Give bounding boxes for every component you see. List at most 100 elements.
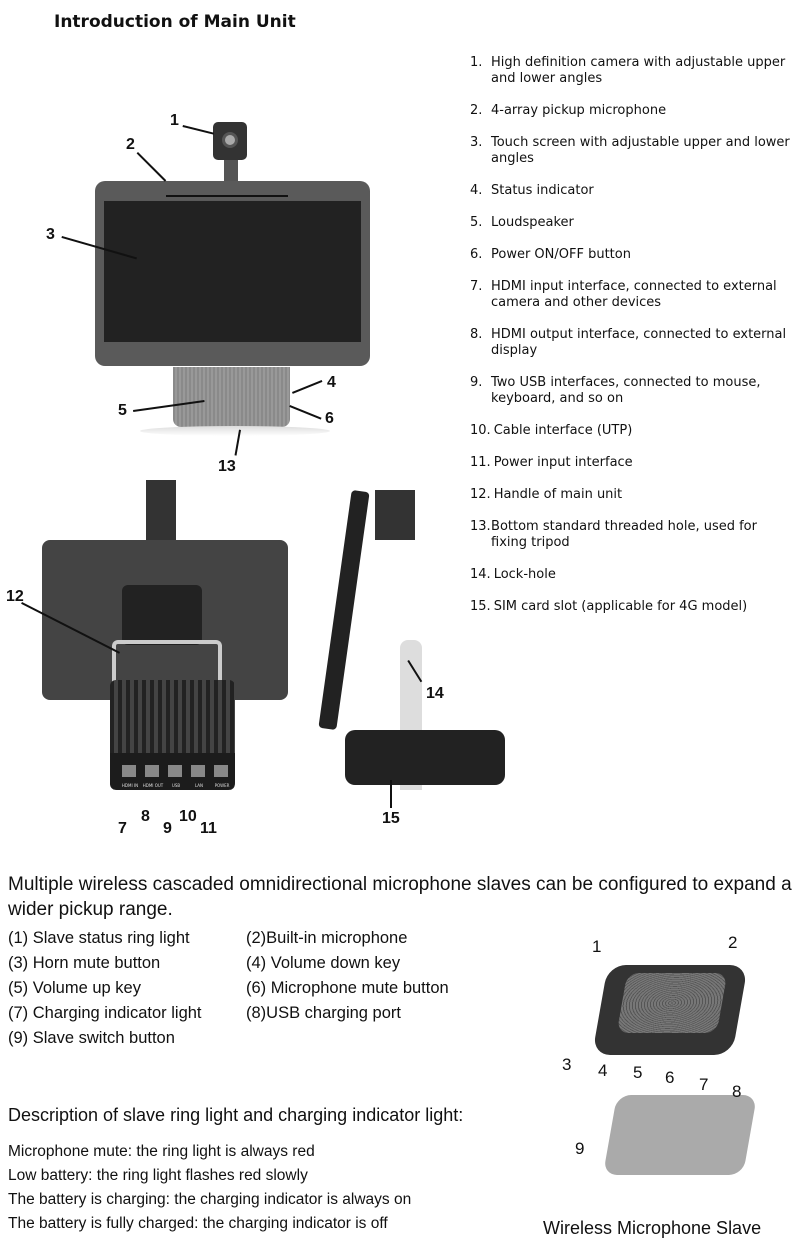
wireless-mic-slave-image: 1 2 3 4 5 6 7 8 9 [540, 925, 800, 1215]
callout-15: 15 [382, 810, 400, 827]
slave-callout-3: 3 [562, 1055, 572, 1074]
feature-text: SIM card slot (applicable for 4G model) [493, 599, 748, 614]
callout-10: 10 [179, 808, 197, 825]
slave-item: (5) Volume up key [8, 979, 141, 997]
side-camera [375, 490, 415, 540]
feature-item: 10.Cable interface (UTP) [470, 423, 795, 439]
main-unit-side-image: 14 15 [318, 470, 505, 840]
slave-callout-6: 6 [665, 1068, 675, 1087]
feature-text: Touch screen with adjustable upper and l… [491, 135, 790, 166]
description-lines: Microphone mute: the ring light is alway… [8, 1140, 411, 1236]
feature-item: 4. Status indicator [470, 183, 795, 199]
slave-bottom [602, 1095, 758, 1175]
port-label: USB [171, 783, 181, 788]
feature-item: 1. High definition camera with adjustable… [470, 55, 795, 87]
feature-text: Lock-hole [493, 567, 556, 582]
feature-text: Power ON/OFF button [491, 247, 631, 262]
feature-item: 9. Two USB interfaces, connected to mouse… [470, 375, 795, 407]
side-screen [318, 489, 370, 731]
feature-number: 7. [470, 279, 483, 294]
feature-item: 14.Lock-hole [470, 567, 795, 583]
feature-item: 3. Touch screen with adjustable upper and… [470, 135, 795, 167]
port-label: POWER [214, 783, 230, 788]
slave-item: (2)Built-in microphone [246, 929, 408, 947]
slave-item: (6) Microphone mute button [246, 979, 449, 997]
callout-11: 11 [200, 820, 217, 837]
slave-items-right: (2)Built-in microphone (4) Volume down ke… [246, 926, 526, 1026]
base [140, 426, 330, 436]
slave-item: (7) Charging indicator light [8, 1004, 202, 1022]
feature-text: Status indicator [491, 183, 594, 198]
feature-number: 4. [470, 183, 483, 198]
port [168, 765, 182, 777]
feature-text: 4-array pickup microphone [491, 103, 667, 118]
feature-item: 6. Power ON/OFF button [470, 247, 795, 263]
port [145, 765, 159, 777]
feature-text: Handle of main unit [493, 487, 623, 502]
description-line: The battery is charging: the charging in… [8, 1191, 412, 1208]
feature-list: 1. High definition camera with adjustable… [470, 55, 795, 631]
callout-6: 6 [325, 410, 334, 427]
feature-item: 5. Loudspeaker [470, 215, 795, 231]
feature-number: 13. [470, 519, 491, 534]
touch-screen [104, 201, 361, 342]
feature-item: 11.Power input interface [470, 455, 795, 471]
feature-text: Loudspeaker [491, 215, 574, 230]
slave-caption: Wireless Microphone Slave [543, 1218, 762, 1238]
feature-item: 7. HDMI input interface, connected to ext… [470, 279, 795, 311]
feature-text: Bottom standard threaded hole, used for … [491, 519, 757, 550]
feature-item: 2.4-array pickup microphone [470, 103, 795, 119]
slave-callout-5: 5 [633, 1063, 643, 1082]
slave-intro: Multiple wireless cascaded omnidirection… [8, 874, 792, 920]
camera-stand [224, 160, 238, 182]
feature-item: 15.SIM card slot (applicable for 4G mode… [470, 599, 795, 615]
feature-number: 8. [470, 327, 483, 342]
slave-callout-7: 7 [699, 1075, 709, 1094]
leader-line [292, 380, 323, 394]
slave-item: (4) Volume down key [246, 954, 401, 972]
feature-text: HDMI input interface, connected to exter… [491, 279, 777, 310]
slave-callout-4: 4 [598, 1061, 608, 1080]
hinge [122, 585, 202, 645]
port-label: HDMI OUT [142, 783, 164, 788]
feature-item: 8.HDMI output interface, connected to ex… [470, 327, 795, 359]
loudspeaker [173, 367, 290, 427]
main-unit-front-image: 1 2 3 4 5 6 13 [0, 0, 460, 475]
feature-number: 9. [470, 375, 483, 390]
feature-number: 5. [470, 215, 483, 230]
description-line: Low battery: the ring light flashes red … [8, 1167, 308, 1184]
slave-item: (3) Horn mute button [8, 954, 161, 972]
feature-item: 12.Handle of main unit [470, 487, 795, 503]
feature-text: Two USB interfaces, connected to mouse, … [491, 375, 761, 406]
description-heading: Description of slave ring light and char… [8, 1105, 464, 1125]
slave-callout-2: 2 [728, 933, 738, 952]
callout-7: 7 [118, 820, 127, 837]
callout-2: 2 [126, 136, 135, 153]
feature-number: 12. [470, 487, 491, 502]
port [214, 765, 228, 777]
feature-text: Power input interface [493, 455, 633, 470]
side-base [345, 730, 505, 785]
feature-number: 1. [470, 55, 483, 70]
slave-items-left: (1) Slave status ring light (3) Horn mute… [8, 926, 243, 1051]
callout-4: 4 [327, 374, 336, 391]
feature-text: High definition camera with adjustable u… [491, 55, 786, 86]
feature-number: 6. [470, 247, 483, 262]
feature-text: Cable interface (UTP) [493, 423, 633, 438]
callout-14: 14 [426, 685, 444, 702]
feature-number: 15. [470, 599, 491, 614]
callout-13: 13 [218, 458, 236, 475]
leader-line [390, 780, 392, 808]
feature-number: 10. [470, 423, 491, 438]
leader-line [289, 405, 322, 420]
slave-item: (8)USB charging port [246, 1004, 401, 1022]
camera-back [146, 480, 176, 550]
leader-line [136, 152, 167, 182]
feature-number: 3. [470, 135, 483, 150]
slave-item: (1) Slave status ring light [8, 929, 190, 947]
callout-12: 12 [6, 588, 24, 605]
port [122, 765, 136, 777]
slave-callout-8: 8 [732, 1082, 742, 1101]
